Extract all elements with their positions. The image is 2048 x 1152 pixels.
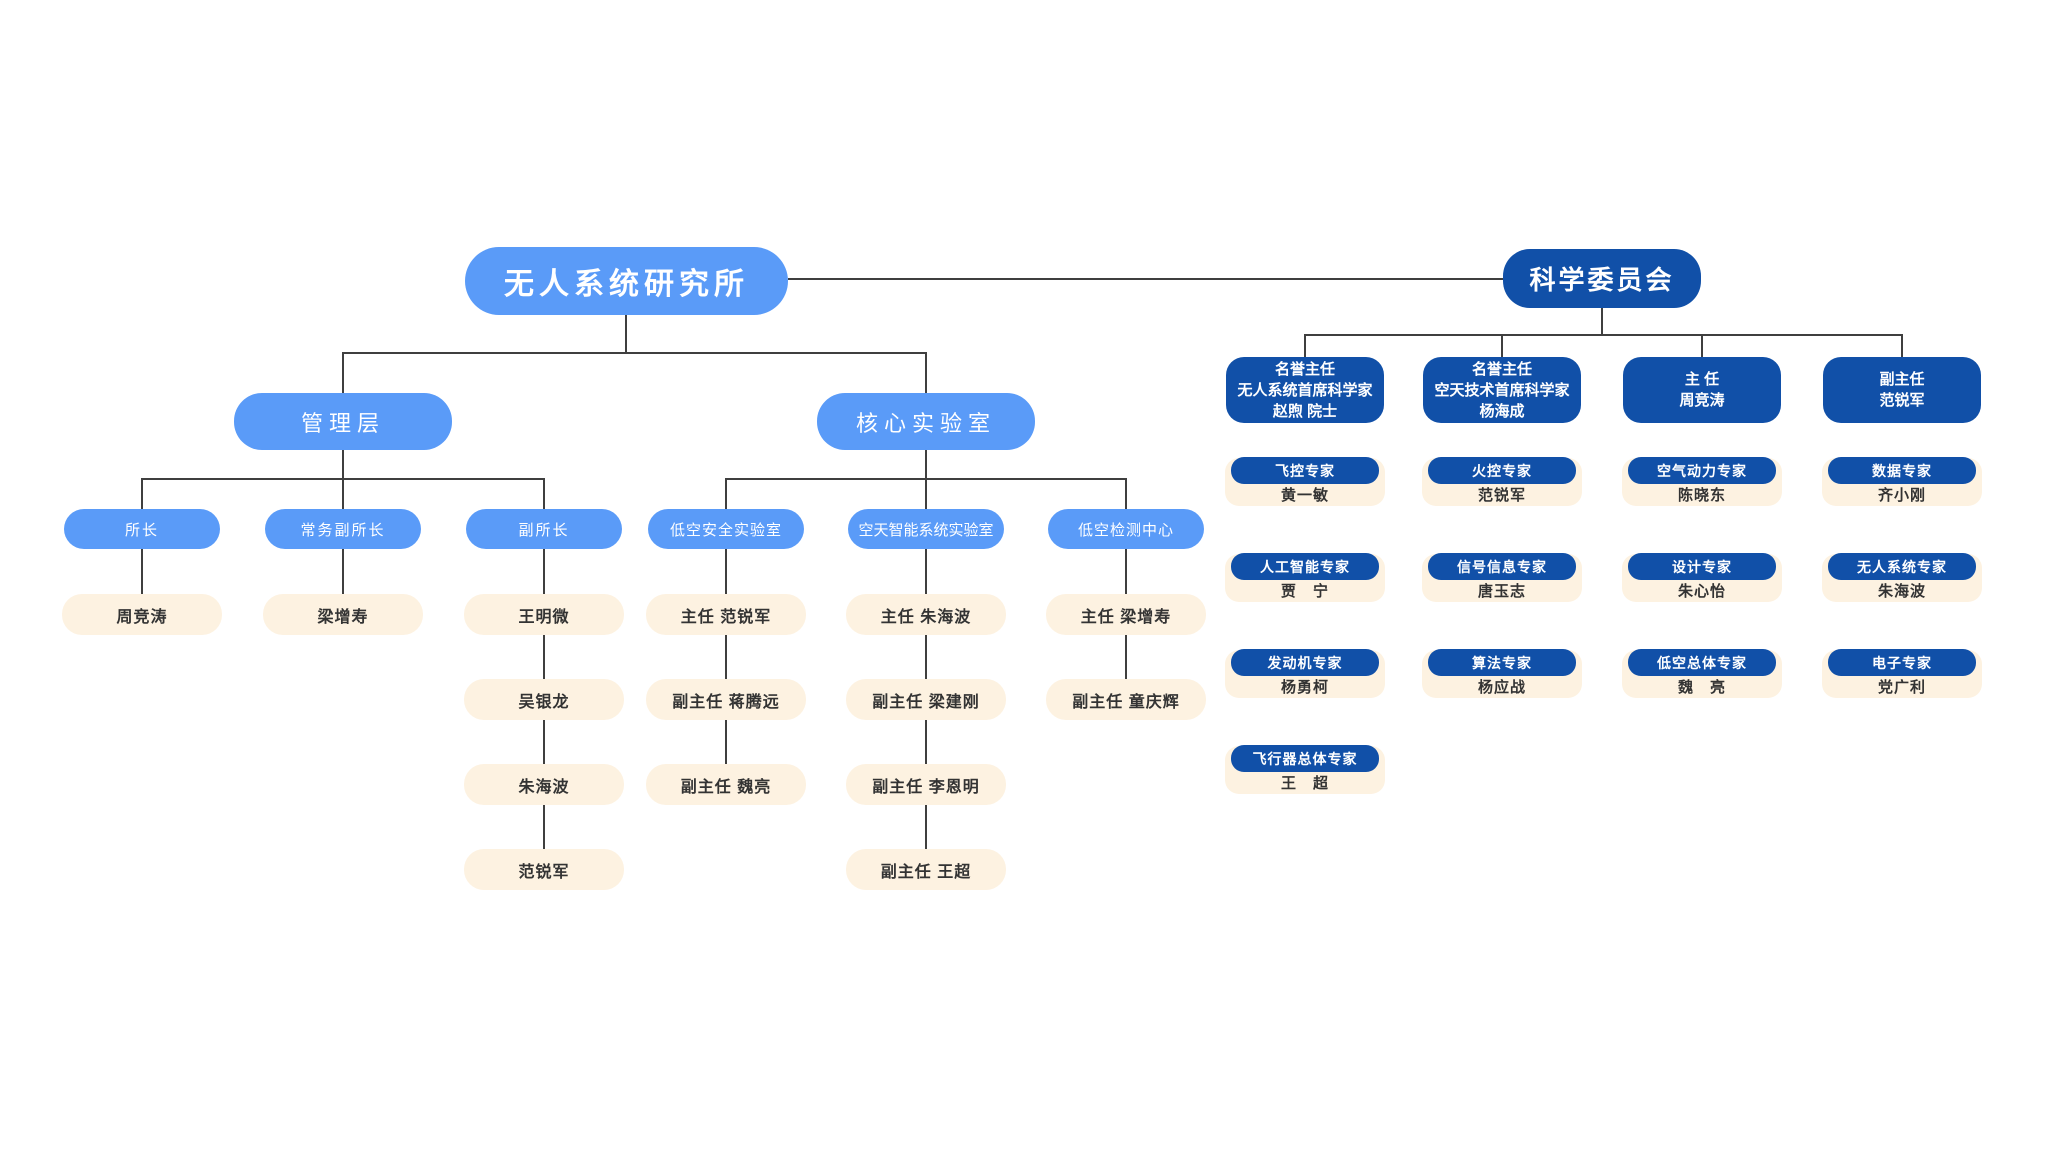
center-low-altitude-detection: 低空检测中心: [1048, 509, 1204, 549]
position-director: 所长: [64, 509, 220, 549]
connector-line: [1304, 334, 1306, 358]
head-line: 名誉主任: [1274, 360, 1335, 378]
connector-line: [925, 635, 927, 679]
org-node-institute: 无人系统研究所: [465, 247, 788, 315]
connector-line: [342, 352, 927, 354]
person-pill: 主任 朱海波: [846, 594, 1006, 635]
expert-card: 杨应战 算法专家: [1422, 649, 1582, 698]
expert-title-bar: 设计专家: [1628, 553, 1776, 580]
expert-title-bar: 数据专家: [1828, 457, 1976, 484]
connector-line: [725, 478, 727, 509]
connector-line: [925, 720, 927, 764]
expert-card: 朱海波 无人系统专家: [1822, 553, 1982, 602]
expert-title-bar: 电子专家: [1828, 649, 1976, 676]
connector-line: [1125, 549, 1127, 594]
head-line: 杨海成: [1479, 402, 1525, 420]
connector-line: [1601, 308, 1603, 335]
connector-line: [141, 549, 143, 594]
connector-line: [925, 478, 927, 509]
expert-card: 陈晓东 空气动力专家: [1622, 457, 1782, 506]
connector-line: [725, 635, 727, 679]
expert-card: 范锐军 火控专家: [1422, 457, 1582, 506]
expert-title-bar: 发动机专家: [1231, 649, 1379, 676]
expert-card: 贾 宁 人工智能专家: [1225, 553, 1385, 602]
head-line: 范锐军: [1879, 392, 1925, 409]
person-pill: 周竞涛: [62, 594, 222, 635]
expert-card: 杨勇柯 发动机专家: [1225, 649, 1385, 698]
connector-line: [788, 278, 1503, 280]
connector-line: [925, 352, 927, 393]
position-deputy-director: 副所长: [466, 509, 622, 549]
expert-title-bar: 空气动力专家: [1628, 457, 1776, 484]
person-pill: 副主任 李恩明: [846, 764, 1006, 805]
head-line: 副主任: [1879, 371, 1925, 388]
head-line: 赵煦 院士: [1272, 402, 1338, 420]
connector-line: [342, 450, 344, 480]
expert-title-bar: 人工智能专家: [1231, 553, 1379, 580]
connector-line: [342, 352, 344, 393]
connector-line: [543, 549, 545, 594]
expert-card: 唐玉志 信号信息专家: [1422, 553, 1582, 602]
expert-card: 王 超 飞行器总体专家: [1225, 745, 1385, 794]
expert-title-bar: 火控专家: [1428, 457, 1576, 484]
position-executive-deputy-director: 常务副所长: [265, 509, 421, 549]
connector-line: [543, 478, 545, 509]
head-line: 名誉主任: [1471, 360, 1532, 378]
connector-line: [925, 450, 927, 480]
connector-line: [1501, 334, 1503, 358]
connector-line: [342, 478, 344, 509]
connector-line: [543, 720, 545, 764]
branch-core-labs: 核心实验室: [817, 393, 1035, 450]
connector-line: [1901, 334, 1903, 358]
connector-line: [925, 549, 927, 594]
expert-card: 魏 亮 低空总体专家: [1622, 649, 1782, 698]
head-line: 主 任: [1684, 371, 1720, 388]
expert-card: 朱心怡 设计专家: [1622, 553, 1782, 602]
branch-management: 管理层: [234, 393, 452, 450]
expert-title-bar: 飞行器总体专家: [1231, 745, 1379, 772]
connector-line: [1701, 334, 1703, 358]
head-line: 周竞涛: [1679, 392, 1725, 409]
connector-line: [1125, 478, 1127, 509]
connector-line: [543, 635, 545, 679]
person-pill: 副主任 王超: [846, 849, 1006, 890]
expert-card: 党广利 电子专家: [1822, 649, 1982, 698]
committee-head-honorary-1: 名誉主任 无人系统首席科学家 赵煦 院士: [1226, 357, 1384, 423]
head-line: 无人系统首席科学家: [1237, 381, 1373, 399]
person-pill: 范锐军: [464, 849, 624, 890]
person-pill: 副主任 蒋腾远: [646, 679, 806, 720]
connector-line: [925, 805, 927, 849]
expert-title-bar: 无人系统专家: [1828, 553, 1976, 580]
person-pill: 主任 梁增寿: [1046, 594, 1206, 635]
connector-line: [1304, 334, 1903, 336]
connector-line: [725, 549, 727, 594]
expert-title-bar: 低空总体专家: [1628, 649, 1776, 676]
head-line: 空天技术首席科学家: [1434, 381, 1570, 399]
person-pill: 梁增寿: [263, 594, 423, 635]
person-pill: 副主任 梁建刚: [846, 679, 1006, 720]
expert-title-bar: 飞控专家: [1231, 457, 1379, 484]
person-pill: 吴银龙: [464, 679, 624, 720]
connector-line: [725, 720, 727, 764]
committee-head-vice-chair: 副主任 范锐军: [1823, 357, 1981, 423]
person-pill: 朱海波: [464, 764, 624, 805]
committee-head-honorary-2: 名誉主任 空天技术首席科学家 杨海成: [1423, 357, 1581, 423]
connector-line: [625, 315, 627, 353]
expert-card: 齐小刚 数据专家: [1822, 457, 1982, 506]
connector-line: [1125, 635, 1127, 679]
person-pill: 主任 范锐军: [646, 594, 806, 635]
connector-line: [342, 549, 344, 594]
expert-title-bar: 信号信息专家: [1428, 553, 1576, 580]
person-pill: 王明微: [464, 594, 624, 635]
expert-title-bar: 算法专家: [1428, 649, 1576, 676]
expert-card: 黄一敏 飞控专家: [1225, 457, 1385, 506]
lab-low-altitude-safety: 低空安全实验室: [648, 509, 804, 549]
person-pill: 副主任 魏亮: [646, 764, 806, 805]
connector-line: [141, 478, 143, 509]
person-pill: 副主任 童庆辉: [1046, 679, 1206, 720]
lab-aerospace-intelligent-systems: 空天智能系统实验室: [848, 509, 1004, 549]
committee-head-chair: 主 任 周竞涛: [1623, 357, 1781, 423]
connector-line: [543, 805, 545, 849]
org-node-science-committee: 科学委员会: [1503, 249, 1701, 308]
